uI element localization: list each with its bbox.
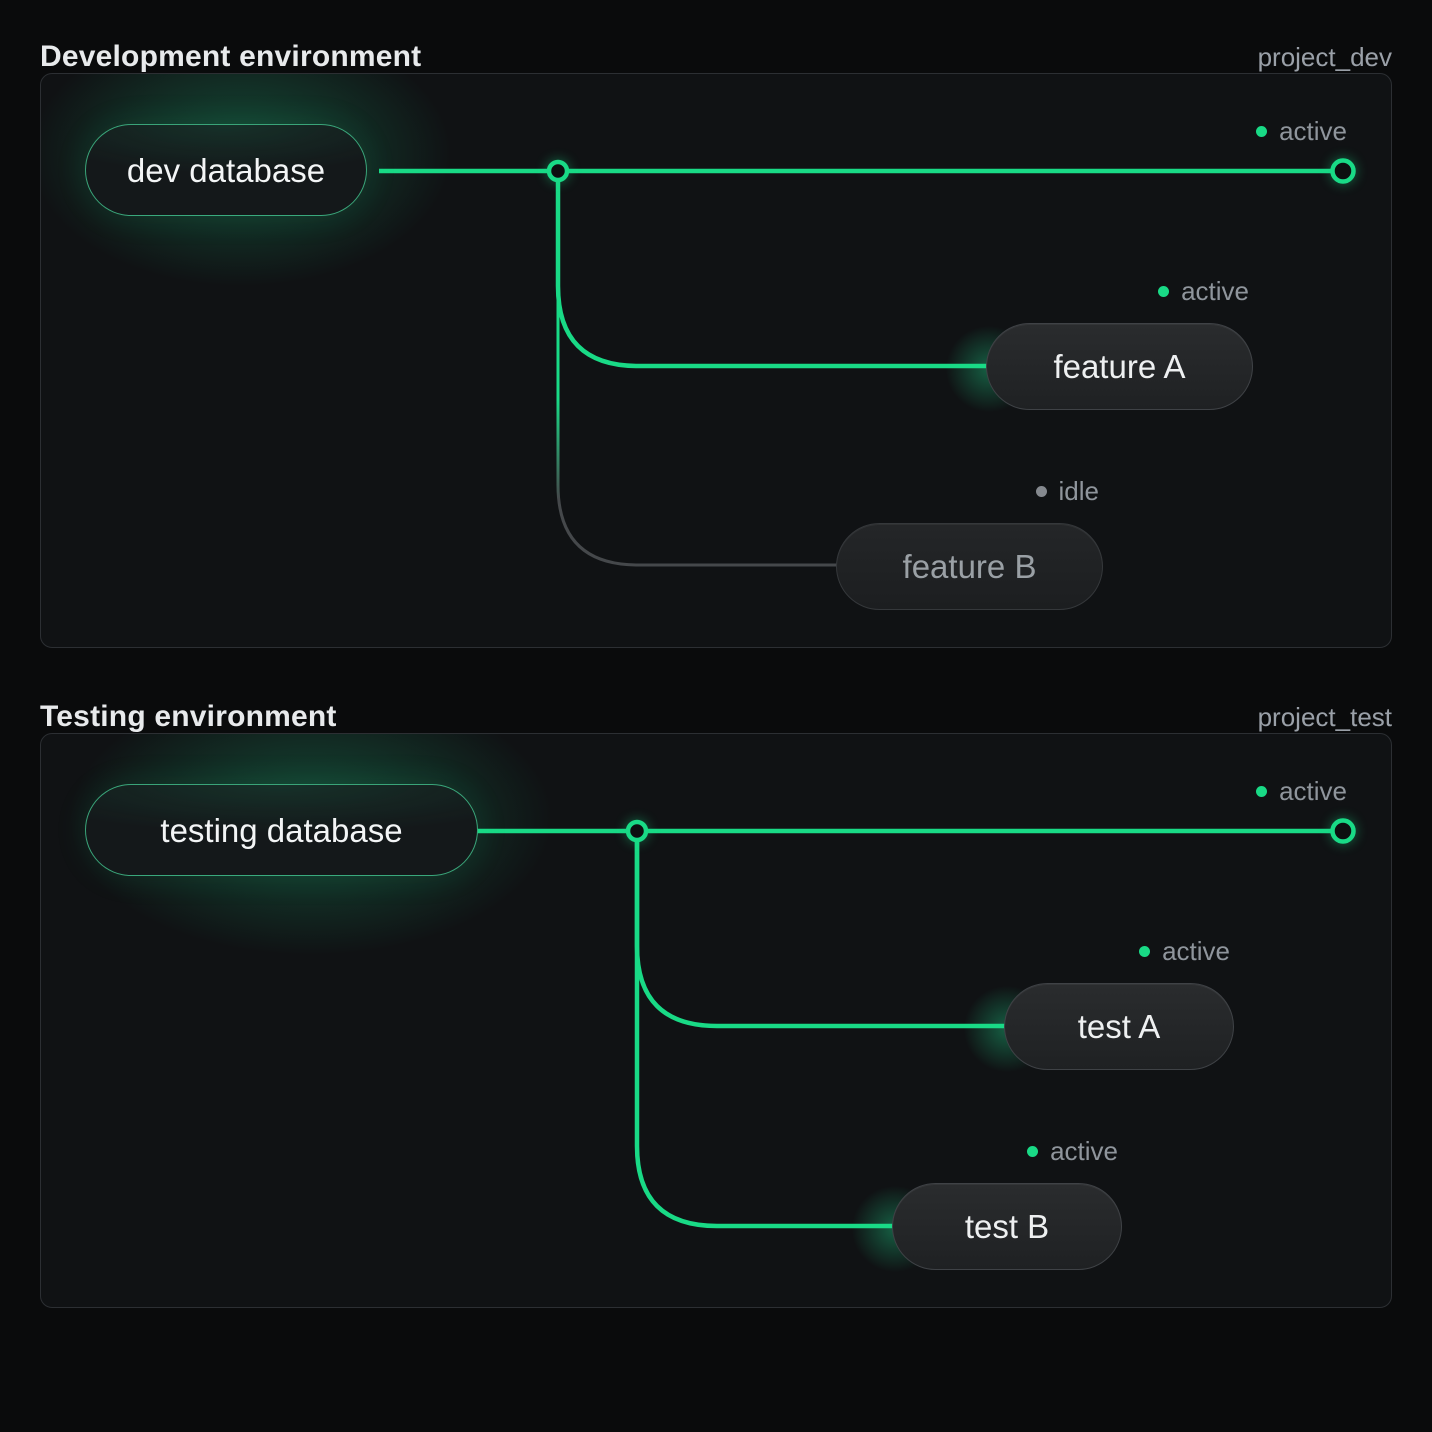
test-b-node[interactable]: test B bbox=[892, 1183, 1122, 1270]
status-text: idle bbox=[1058, 475, 1099, 506]
feature-b-status: idle bbox=[1035, 475, 1099, 506]
dev-database-node[interactable]: dev database bbox=[85, 124, 367, 216]
status-text: active bbox=[1162, 935, 1230, 966]
feature-b-branch-line bbox=[556, 171, 838, 567]
project-label: project_test bbox=[1257, 702, 1392, 732]
node-label: test B bbox=[964, 1208, 1050, 1245]
feature-a-status: active bbox=[1158, 276, 1249, 306]
status-text: active bbox=[1279, 775, 1347, 806]
node-label: feature A bbox=[1053, 348, 1186, 385]
node-label: test A bbox=[1077, 1008, 1161, 1045]
test-a-branch-line bbox=[634, 831, 1006, 1029]
testing-environment-section: Testing environment project_test testing… bbox=[40, 648, 1392, 1308]
dev-branch-panel: dev database active active feature A idl… bbox=[40, 73, 1392, 648]
node-label: dev database bbox=[126, 151, 326, 189]
status-dot bbox=[1158, 285, 1170, 297]
branch-lines bbox=[471, 818, 1356, 1229]
status-dot bbox=[1256, 125, 1268, 137]
status-text: active bbox=[1181, 275, 1249, 306]
main-branch-status: active bbox=[1256, 776, 1347, 806]
section-title: Development environment bbox=[40, 40, 422, 73]
section-title: Testing environment bbox=[40, 700, 337, 733]
test-b-branch-line bbox=[634, 831, 894, 1229]
test-a-status: active bbox=[1139, 936, 1230, 966]
branch-endpoint bbox=[1330, 818, 1356, 844]
feature-b-node[interactable]: feature B bbox=[836, 523, 1103, 610]
branch-point bbox=[546, 159, 570, 183]
testing-database-node[interactable]: testing database bbox=[85, 784, 478, 876]
feature-a-node[interactable]: feature A bbox=[986, 323, 1253, 410]
test-branch-panel: testing database active active test A ac… bbox=[40, 733, 1392, 1308]
test-a-node[interactable]: test A bbox=[1004, 983, 1234, 1070]
status-text: active bbox=[1279, 115, 1347, 146]
main-branch-status: active bbox=[1256, 116, 1347, 146]
status-dot bbox=[1027, 1145, 1039, 1157]
page: Development environment project_dev bbox=[40, 0, 1392, 1308]
node-label: testing database bbox=[160, 811, 403, 849]
test-section-header: Testing environment project_test bbox=[40, 648, 1392, 733]
branch-point bbox=[625, 819, 649, 843]
branch-endpoint bbox=[1330, 158, 1356, 184]
status-dot bbox=[1256, 785, 1268, 797]
node-label: feature B bbox=[902, 548, 1037, 585]
status-dot bbox=[1035, 485, 1047, 497]
test-b-status: active bbox=[1027, 1136, 1118, 1166]
feature-a-branch-line bbox=[555, 171, 988, 369]
status-text: active bbox=[1050, 1135, 1118, 1166]
branch-lines bbox=[379, 158, 1356, 567]
status-dot bbox=[1139, 945, 1151, 957]
dev-section-header: Development environment project_dev bbox=[40, 0, 1392, 73]
project-label: project_dev bbox=[1257, 42, 1392, 72]
development-environment-section: Development environment project_dev bbox=[40, 0, 1392, 648]
